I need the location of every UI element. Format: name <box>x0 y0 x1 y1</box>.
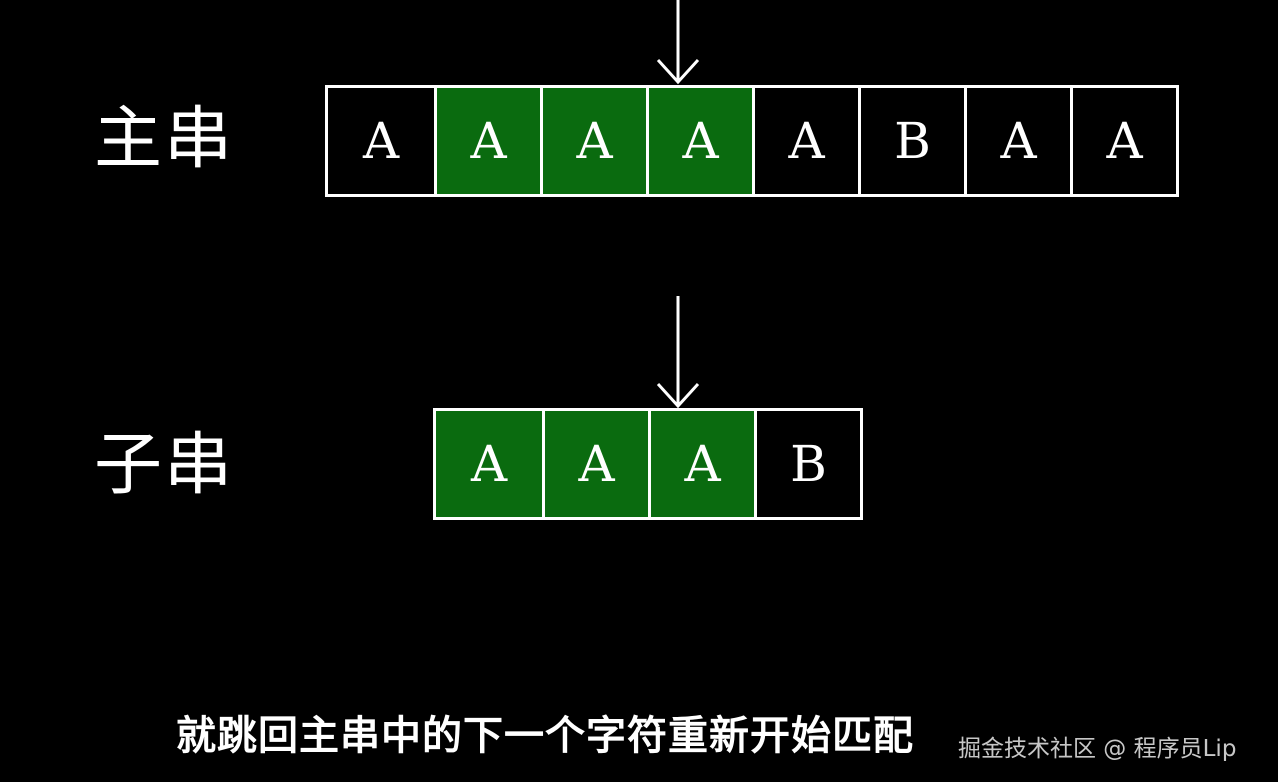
subtitle-caption: 就跳回主串中的下一个字符重新开始匹配 <box>176 713 914 759</box>
main-string-cell: A <box>540 88 646 194</box>
main-string: A A A A A B A A <box>325 85 1179 197</box>
main-string-cell: A <box>328 88 434 194</box>
sub-pointer-arrow-icon <box>656 296 700 409</box>
main-string-cell: A <box>646 88 752 194</box>
main-string-cell: A <box>752 88 858 194</box>
main-string-cell: A <box>434 88 540 194</box>
main-string-cell: B <box>858 88 964 194</box>
sub-string-cell: A <box>648 411 754 517</box>
sub-string-cell: A <box>542 411 648 517</box>
sub-string-cell: B <box>754 411 860 517</box>
sub-string-label: 子串 <box>94 426 235 505</box>
watermark: 掘金技术社区 @ 程序员Lip <box>958 736 1237 762</box>
main-string-cell: A <box>1070 88 1176 194</box>
main-string-label: 主串 <box>94 100 235 179</box>
sub-string-cell: A <box>436 411 542 517</box>
main-string-cell: A <box>964 88 1070 194</box>
sub-string: A A A B <box>433 408 863 520</box>
main-pointer-arrow-icon <box>656 0 700 85</box>
